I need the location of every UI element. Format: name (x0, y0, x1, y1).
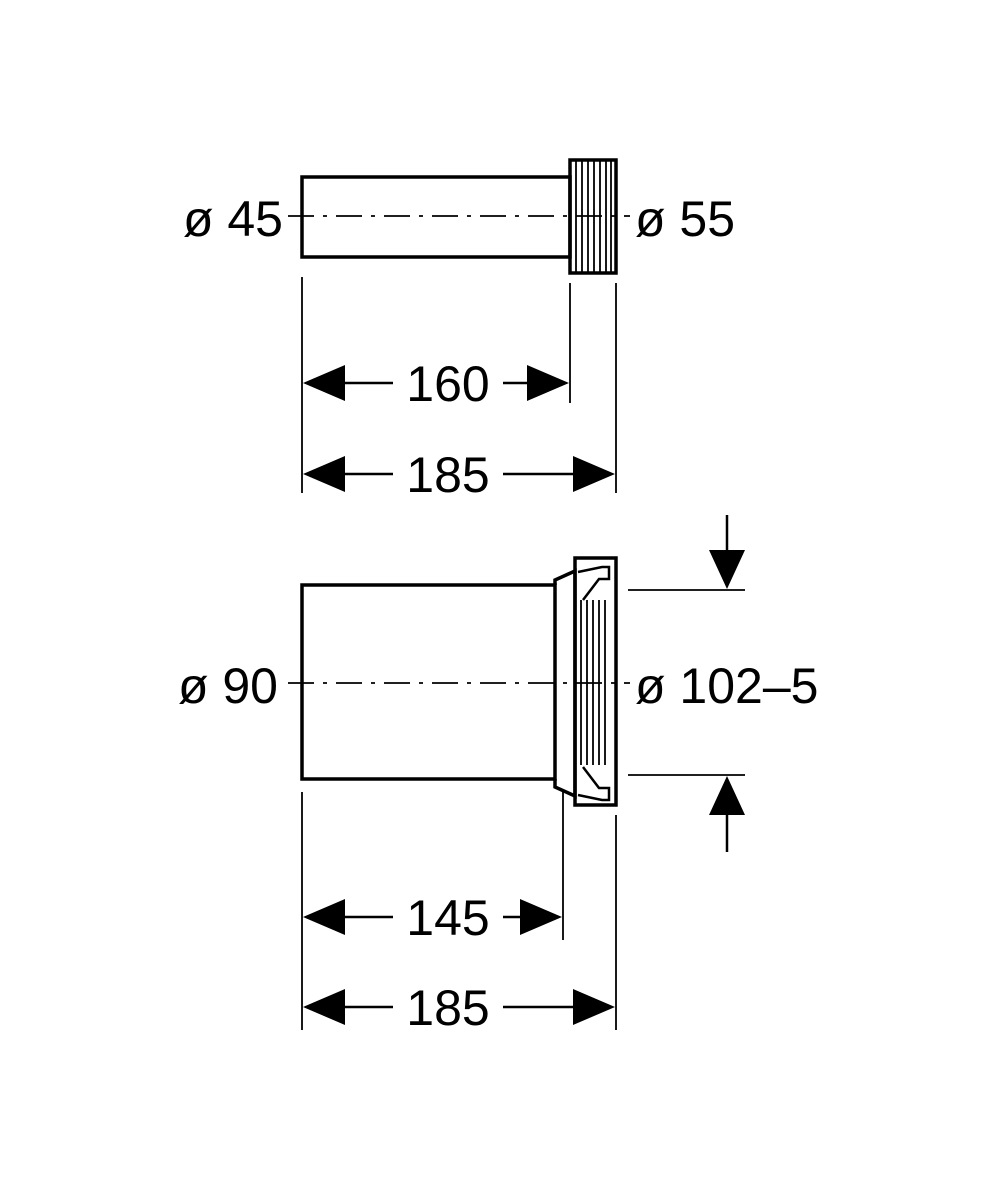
top-pipe (288, 158, 630, 275)
bottom-dim-total-label: 185 (406, 980, 489, 1036)
bottom-dim-inner: 145 (303, 890, 562, 946)
top-dim-total: 185 (303, 447, 615, 503)
bottom-lip-bottom (577, 766, 611, 802)
bottom-dia-left-label: ø 90 (178, 658, 278, 714)
bottom-pipe (288, 556, 630, 807)
bottom-dia-right-label: ø 102–5 (635, 658, 818, 714)
bottom-dim-total: 185 (303, 980, 615, 1036)
top-dim-inner: 160 (303, 356, 569, 412)
bottom-dim-inner-label: 145 (406, 890, 489, 946)
top-dim-inner-label: 160 (406, 356, 489, 412)
top-dia-left-label: ø 45 (183, 191, 283, 247)
top-thread-collar (568, 158, 618, 275)
bottom-lip-top (577, 565, 611, 601)
top-thread-lines (575, 161, 612, 272)
bottom-dia-indicator (628, 515, 745, 852)
bottom-extension-lines (301, 792, 617, 1030)
bottom-socket-body (573, 556, 618, 807)
top-dim-total-label: 185 (406, 447, 489, 503)
top-extension-lines (301, 277, 617, 493)
top-dia-right-label: ø 55 (635, 191, 735, 247)
